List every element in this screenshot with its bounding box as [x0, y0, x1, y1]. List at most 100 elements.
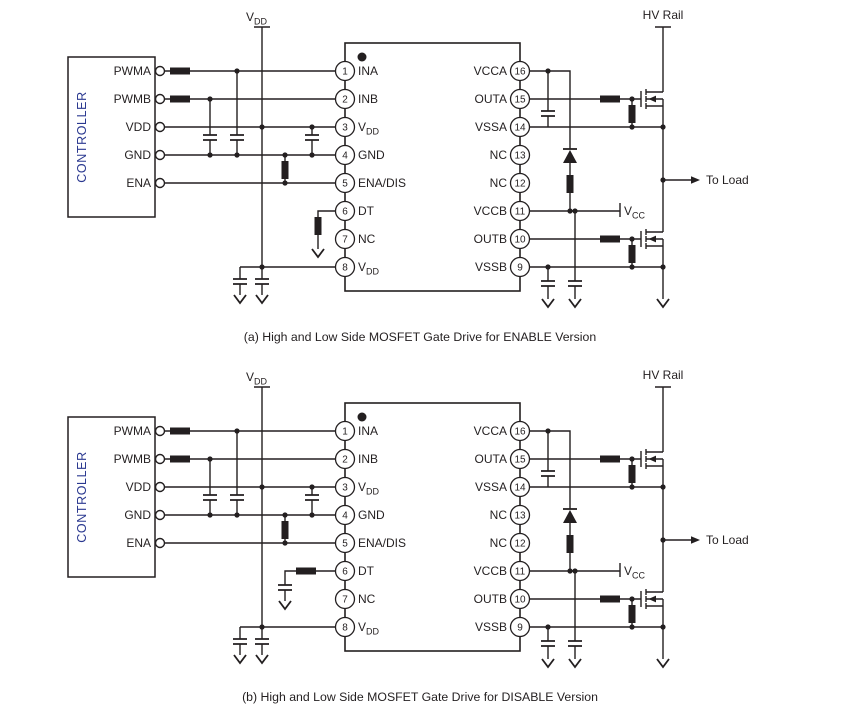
svg-text:7: 7 [342, 235, 348, 246]
ic-pin-vssa: 14 VSSA [475, 476, 531, 498]
circuit-a-schematic: CONTROLLER PWMA PWMB VDD GND ENA VDD HV … [67, 8, 749, 344]
outa-pulldown-resistor [628, 465, 636, 483]
controller-pin-label-pwma: PWMA [114, 424, 151, 438]
ic-pin-gnd: 4 GND [334, 144, 385, 166]
svg-text:8: 8 [342, 263, 348, 274]
svg-text:3: 3 [342, 123, 348, 134]
ic-pin-vcca: 16 VCCA [474, 420, 531, 442]
dt-program-resistor [296, 567, 316, 575]
capacitor-plates [203, 110, 582, 287]
hv-rail-label: HV Rail [643, 8, 684, 22]
dt-program-resistor [314, 217, 322, 235]
svg-text:8: 8 [342, 623, 348, 634]
figure-caption-b: (b) High and Low Side MOSFET Gate Drive … [242, 690, 598, 704]
ic-pin-ina: 1 INA [334, 60, 378, 82]
pwma-series-resistor [170, 67, 190, 75]
svg-text:5: 5 [342, 539, 348, 550]
ic-pin-vdd8: 8 VDD [334, 616, 380, 638]
svg-text:DT: DT [358, 204, 375, 218]
svg-text:VDD: VDD [358, 620, 380, 637]
hv-rail-label: HV Rail [643, 368, 684, 382]
svg-text:14: 14 [514, 483, 526, 494]
svg-text:VCCB: VCCB [474, 564, 507, 578]
mosfet-body-arrow [648, 455, 656, 463]
svg-text:4: 4 [342, 151, 348, 162]
ic-pin-vdd3: 3 VDD [334, 116, 380, 138]
ic-pin-vssb: 9 VSSB [475, 616, 531, 638]
controller-terminal-vdd [154, 481, 166, 493]
svg-text:1: 1 [342, 427, 348, 438]
svg-text:VDD: VDD [358, 120, 380, 137]
svg-text:NC: NC [490, 536, 508, 550]
gate-driver-ic: 1 INA 2 INB 3 VDD 4 GND 5 ENA/DIS 6 DT 7… [334, 42, 531, 292]
ic-pin-vssb: 9 VSSB [475, 256, 531, 278]
to-load-label: To Load [706, 533, 749, 547]
controller-block: CONTROLLER PWMA PWMB VDD GND ENA [67, 56, 166, 218]
left-wires [164, 386, 336, 655]
svg-text:10: 10 [514, 235, 526, 246]
svg-text:GND: GND [358, 508, 385, 522]
bootstrap-resistor [566, 535, 574, 553]
svg-text:4: 4 [342, 511, 348, 522]
svg-text:NC: NC [358, 592, 376, 606]
svg-text:GND: GND [358, 148, 385, 162]
svg-text:11: 11 [515, 207, 526, 218]
controller-block: CONTROLLER PWMA PWMB VDD GND ENA [67, 416, 166, 578]
ic-pin-inb: 2 INB [334, 448, 378, 470]
outa-gate-resistor [600, 455, 620, 463]
svg-text:NC: NC [490, 508, 508, 522]
bootstrap-resistor [566, 175, 574, 193]
ic-pin-vccb: 11 VCCB [474, 200, 531, 222]
svg-text:9: 9 [517, 263, 523, 274]
svg-text:6: 6 [342, 567, 348, 578]
ic-pin-nc7: 7 NC [334, 588, 376, 610]
bootstrap-diode [563, 508, 577, 523]
controller-box [67, 416, 156, 578]
low-side-mosfet [640, 229, 664, 249]
ic-pin-nc13: 13 NC [490, 504, 531, 526]
controller-terminal-ena [154, 177, 166, 189]
svg-text:VCCA: VCCA [474, 64, 507, 78]
ic-pin-outa: 15 OUTA [475, 88, 531, 110]
svg-text:ENA/DIS: ENA/DIS [358, 176, 406, 190]
pin1-indicator-dot [357, 412, 367, 422]
svg-text:INA: INA [358, 424, 378, 438]
controller-terminal-gnd [154, 509, 166, 521]
high-side-mosfet [640, 89, 664, 109]
svg-text:OUTA: OUTA [475, 452, 507, 466]
controller-terminal-pwma [154, 65, 166, 77]
svg-text:DT: DT [358, 564, 375, 578]
enable-pulldown-resistor [281, 521, 289, 539]
ic-pin-nc7: 7 NC [334, 228, 376, 250]
vcc-label: VCC [624, 564, 646, 581]
svg-text:INB: INB [358, 452, 378, 466]
outb-gate-resistor [600, 235, 620, 243]
ic-pin-nc12: 12 NC [490, 532, 531, 554]
vdd-rail-label: VDD [246, 370, 268, 387]
ic-pin-gnd: 4 GND [334, 504, 385, 526]
bootstrap-diode [563, 148, 577, 163]
svg-text:1: 1 [342, 67, 348, 78]
ic-outline [344, 42, 521, 292]
controller-pin-label-ena: ENA [126, 176, 151, 190]
svg-text:12: 12 [514, 179, 526, 190]
pwmb-series-resistor [170, 95, 190, 103]
svg-text:ENA/DIS: ENA/DIS [358, 536, 406, 550]
svg-text:7: 7 [342, 595, 348, 606]
ic-pin-vdd3: 3 VDD [334, 476, 380, 498]
controller-pin-label-ena: ENA [126, 536, 151, 550]
vcc-label: VCC [624, 204, 646, 221]
ic-pin-ena-dis: 5 ENA/DIS [334, 172, 406, 194]
controller-pin-label-vdd: VDD [126, 480, 152, 494]
ic-pin-vssa: 14 VSSA [475, 116, 531, 138]
controller-box [67, 56, 156, 218]
svg-text:2: 2 [342, 95, 348, 106]
ic-pin-ena-dis: 5 ENA/DIS [334, 532, 406, 554]
junction-dots [207, 428, 666, 630]
mosfet-body-arrow [648, 235, 656, 243]
enable-pulldown-resistor [281, 161, 289, 179]
low-side-mosfet [640, 589, 664, 609]
ground-symbols [233, 248, 670, 309]
left-wires [164, 26, 336, 295]
svg-text:VSSA: VSSA [475, 480, 507, 494]
